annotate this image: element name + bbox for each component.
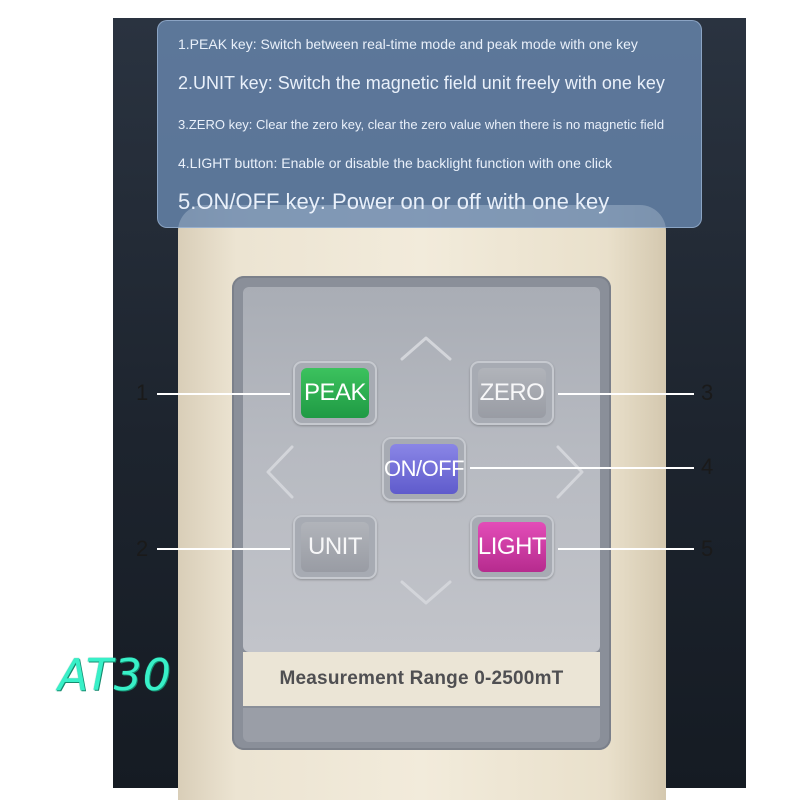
zero-key[interactable]: ZERO: [478, 368, 546, 418]
callout-5: 5: [701, 536, 714, 561]
peak-key[interactable]: PEAK: [301, 368, 369, 418]
light-key-frame: LIGHT: [470, 515, 554, 579]
light-key-description: 4.LIGHT button: Enable or disable the ba…: [178, 155, 612, 171]
on-off-key-description: 5.ON/OFF key: Power on or off with one k…: [178, 189, 610, 214]
peak-key-description: 1.PEAK key: Switch between real-time mod…: [178, 36, 638, 52]
unit-key-description: 2.UNIT key: Switch the magnetic field un…: [178, 73, 665, 93]
key-description-box: 1.PEAK key: Switch between real-time mod…: [157, 20, 702, 228]
callout-line-2: [157, 548, 290, 550]
on-off-key-frame: ON/OFF: [382, 437, 466, 501]
light-key[interactable]: LIGHT: [478, 522, 547, 572]
callout-line-1: [157, 393, 290, 395]
callout-2: 2: [136, 536, 149, 561]
chevron-down-icon: [400, 580, 452, 605]
zero-key-description: 3.ZERO key: Clear the zero key, clear th…: [178, 117, 665, 132]
callout-1: 1: [136, 380, 149, 405]
watermark-logo: AT30: [58, 650, 172, 701]
callout-line-5: [558, 548, 694, 550]
panel-bottom: [243, 708, 600, 742]
callout-4: 4: [701, 454, 714, 479]
chevron-left-icon: [266, 445, 294, 499]
callout-3: 3: [701, 380, 714, 405]
zero-key-frame: ZERO: [470, 361, 554, 425]
callout-line-3: [558, 393, 694, 395]
unit-key-frame: UNIT: [293, 515, 377, 579]
on-off-key[interactable]: ON/OFF: [384, 444, 465, 494]
callout-line-4: [470, 467, 694, 469]
unit-key[interactable]: UNIT: [301, 522, 369, 572]
measurement-range-label: Measurement Range 0-2500mT: [243, 652, 600, 706]
chevron-right-icon: [556, 445, 584, 499]
chevron-up-icon: [400, 336, 452, 361]
peak-key-frame: PEAK: [293, 361, 377, 425]
